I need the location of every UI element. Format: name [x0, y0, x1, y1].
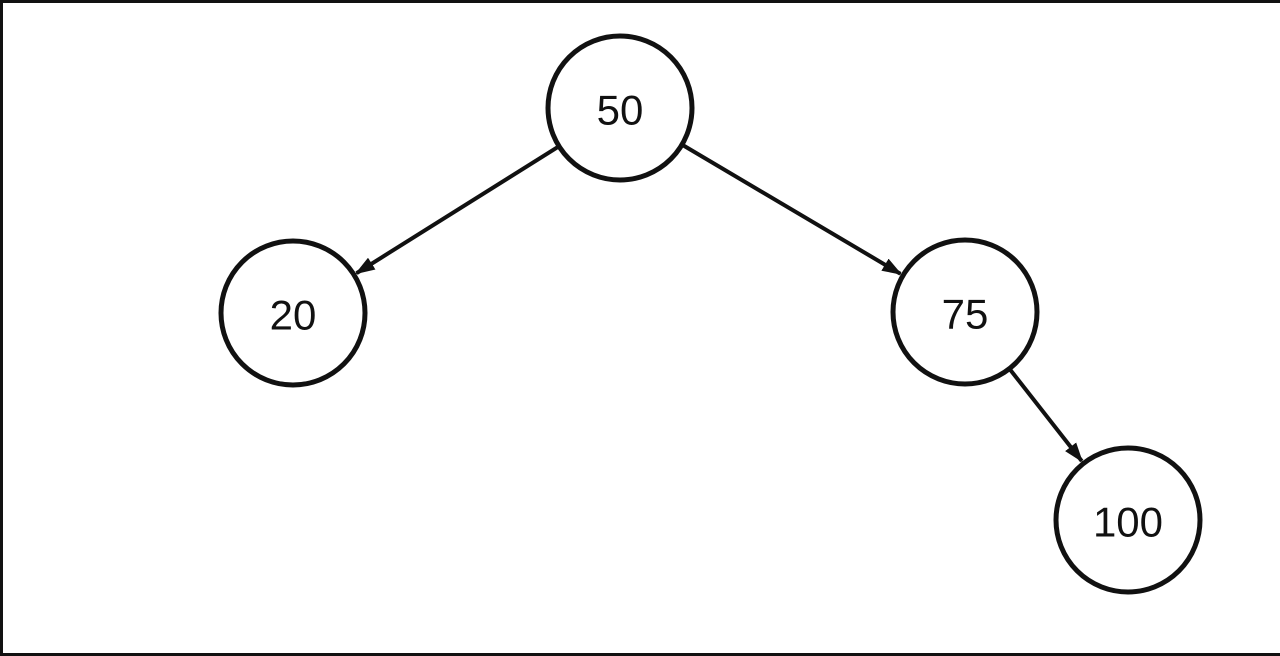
- tree-node-label-50: 50: [597, 87, 644, 134]
- tree-node-100: [1053, 445, 1203, 595]
- tree-edge-50-20: [354, 145, 560, 275]
- tree-node-20: [218, 238, 368, 388]
- tree-edge-75-100: [1008, 368, 1084, 463]
- nodes-layer: 50 20 75 100: [218, 33, 1203, 595]
- tree-node-75: [890, 237, 1040, 387]
- tree-node-label-75: 75: [942, 291, 989, 338]
- edges-layer: [354, 143, 1084, 463]
- tree-node-50: [545, 33, 695, 183]
- tree-node-label-20: 20: [270, 292, 317, 339]
- tree-edge-50-75: [681, 143, 903, 276]
- tree-node-label-100: 100: [1093, 499, 1163, 546]
